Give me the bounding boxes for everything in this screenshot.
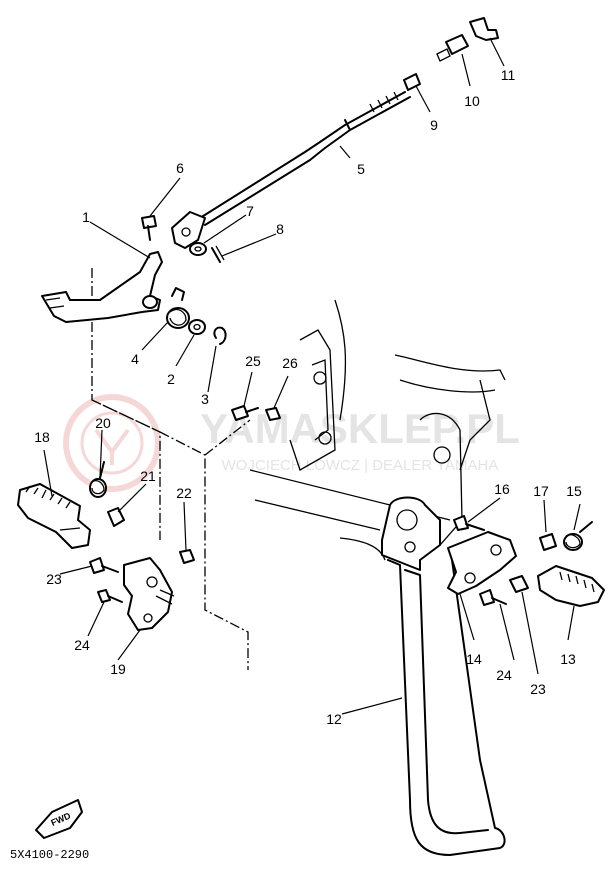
callout-11: 11 [501,67,516,83]
pedal-circlip [213,326,227,345]
leader-lines [43,37,581,715]
nut-17 [539,533,557,551]
callout-18: 18 [34,429,50,445]
side-stand [381,496,506,856]
callout-14: 14 [466,651,482,667]
footrest-bracket-right [447,531,517,595]
bolt-24-left [97,589,123,603]
rod-nut [403,48,451,91]
callout-8: 8 [276,221,284,237]
washer-upper [189,242,207,256]
callout-12: 12 [326,711,342,727]
nut-22 [179,549,195,564]
rod-joint [171,211,206,249]
rod-end [469,17,499,41]
footrest-bracket-left [123,557,175,631]
footrest-spring-right [563,521,593,551]
cotter-pin [211,245,225,263]
callout-4: 4 [131,351,139,367]
callout-13: 13 [560,651,576,667]
watermark: YAMASKLEP.PL WOJCIECH ŁOWCZ | DEALER YAM… [63,394,520,492]
footrest-left [17,483,91,549]
callout-5: 5 [357,161,365,177]
watermark-logo-icon [63,394,161,492]
callout-23-right: 23 [530,681,546,697]
callout-24-right: 24 [496,667,512,683]
callout-7: 7 [246,203,254,219]
watermark-brand: YAMASKLEP.PL [200,405,520,452]
footrest-right [537,565,605,607]
callout-20: 20 [95,415,111,431]
callout-6: 6 [176,160,184,176]
shift-pedal [41,251,163,323]
bolt-25 [231,405,259,421]
nut-26 [265,407,281,421]
shift-rod [199,91,411,226]
pedal-washer [188,319,206,335]
callout-10: 10 [464,93,480,109]
callout-3: 3 [201,391,209,407]
watermark-tagline: WOJCIECH ŁOWCZ | DEALER YAMAHA [222,457,499,474]
callout-1: 1 [82,209,90,225]
callout-25: 25 [245,353,261,369]
callout-9: 9 [430,117,438,133]
rod-adjuster [445,34,469,55]
rod-thread [369,91,399,113]
callout-24-left: 24 [74,637,90,653]
callout-21: 21 [140,468,156,484]
bolt-23-right [509,575,529,593]
pedal-spring [166,287,190,329]
bolt-24-right [479,589,507,606]
callout-labels: 1 2 3 4 5 6 7 8 9 10 11 12 13 14 15 16 1… [34,67,582,727]
callout-15: 15 [566,483,582,499]
bolt-23-left [89,557,119,574]
callout-17: 17 [533,483,549,499]
pivot-bolt [141,215,157,241]
bolt-16 [453,515,485,531]
callout-16: 16 [494,481,510,497]
callout-23-left: 23 [46,571,62,587]
diagram-code: 5X4100-2290 [10,848,89,862]
callout-22: 22 [176,485,192,501]
frame-section [249,299,506,561]
callout-26: 26 [282,355,298,371]
callout-2: 2 [167,371,175,387]
footrest-pin-left [107,507,125,527]
footrest-spring-left [89,461,107,498]
assembly-outline [91,268,251,670]
callout-19: 19 [110,661,126,677]
fwd-arrow-icon: FWD [35,799,83,839]
